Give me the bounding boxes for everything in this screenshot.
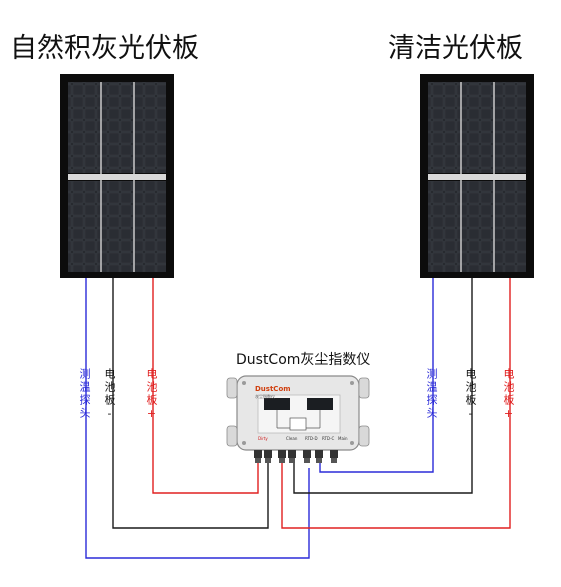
left-panel-title: 自然积灰光伏板 <box>10 33 199 64</box>
left-temp-probe-wire <box>85 278 310 559</box>
right-temp-probe-label: 测温探头 <box>425 368 438 420</box>
device-brand-sub: 灰尘指数仪 <box>255 393 275 399</box>
right-battery-neg-label: 电池板- <box>464 368 477 422</box>
port-label-rtd-d: RTD-D <box>305 436 318 441</box>
port-label-rtd-c: RTD-C <box>322 436 334 441</box>
device-title: DustCom灰尘指数仪 <box>236 352 371 368</box>
right-panel-title: 清洁光伏板 <box>388 33 523 64</box>
device-brand: DustCom <box>255 385 291 393</box>
port-label-main: Main <box>338 436 348 441</box>
left-battery-pos-label: 电池板+ <box>145 368 158 422</box>
left-negative-wire <box>112 278 269 529</box>
clean-solar-panel <box>420 74 534 278</box>
right-negative-wire <box>293 278 473 494</box>
port-label-clean: Clean <box>286 436 298 441</box>
right-positive-wire <box>281 278 511 529</box>
right-battery-pos-label: 电池板+ <box>502 368 515 422</box>
left-temp-probe-label: 测温探头 <box>78 368 91 420</box>
dustcom-device: DustCom 灰尘指数仪 Dirty Clean RTD-D RTD-C Ma… <box>226 375 370 463</box>
dusty-solar-panel <box>60 74 174 278</box>
port-label-dirty: Dirty <box>258 436 268 441</box>
left-positive-wire <box>152 278 259 494</box>
right-temp-probe-wire <box>319 278 434 473</box>
